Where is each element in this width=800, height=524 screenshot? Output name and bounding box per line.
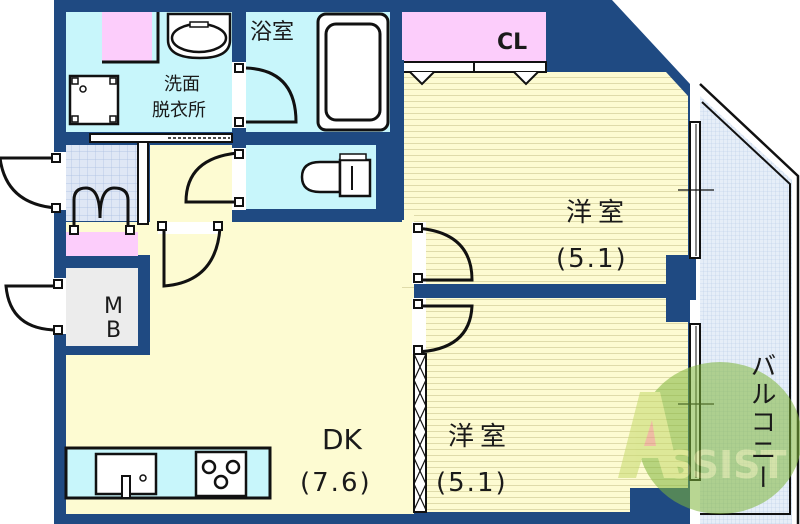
- entrance-tile: [66, 145, 138, 221]
- dk-area: (7.6): [300, 468, 372, 498]
- washing-machine-icon: [68, 74, 120, 126]
- entrance-double-door[interactable]: [69, 186, 135, 235]
- assist-watermark: SSIST: [618, 362, 800, 514]
- linen-shelf: [102, 12, 152, 62]
- upper-room-door[interactable]: [412, 222, 474, 284]
- meter-box-label-m: M: [104, 294, 123, 319]
- meter-box: [66, 268, 138, 346]
- western-room-upper-label: 洋室: [566, 198, 631, 228]
- bathroom-label: 浴室: [250, 20, 295, 45]
- western-room-lower-floor: [426, 296, 688, 512]
- front-door[interactable]: [0, 152, 66, 213]
- washbasin-icon: [166, 12, 232, 60]
- western-room-upper-area: (5.1): [556, 244, 628, 274]
- sliding-partition: [413, 353, 427, 513]
- washroom-label-line1: 洗面: [164, 74, 200, 95]
- toilet-door[interactable]: [184, 148, 246, 210]
- dk-hall-door[interactable]: [157, 221, 223, 288]
- meter-box-door[interactable]: [4, 278, 66, 335]
- lower-room-door[interactable]: [412, 298, 474, 355]
- meter-box-label-b: B: [106, 318, 122, 343]
- shoe-cabinet: [66, 232, 138, 256]
- washroom-label-line2: 脱衣所: [152, 100, 206, 121]
- dk-label: DK: [322, 423, 362, 456]
- western-room-lower-area: (5.1): [436, 468, 508, 498]
- balcony-label: バルコニー: [746, 352, 776, 492]
- window-upper[interactable]: [678, 121, 714, 259]
- closet-label: CL: [497, 30, 528, 55]
- toilet-icon: [300, 153, 372, 198]
- svg-text:SSIST: SSIST: [666, 443, 787, 487]
- stove-icon: [194, 450, 248, 498]
- closet: [402, 12, 546, 62]
- bathroom-door[interactable]: [232, 62, 298, 128]
- western-room-lower-label: 洋室: [448, 422, 513, 452]
- kitchen-counter: [64, 446, 272, 500]
- bathtub-icon: [316, 12, 390, 132]
- western-room-upper-floor: [402, 72, 688, 288]
